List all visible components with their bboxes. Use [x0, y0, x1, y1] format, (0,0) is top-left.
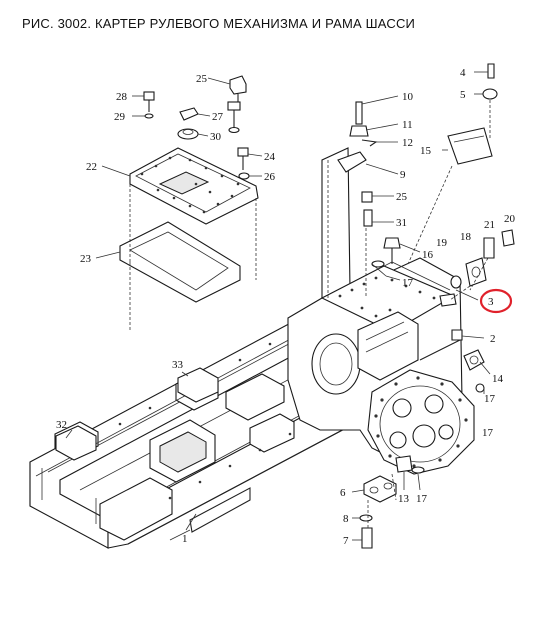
- callout-3: 3: [488, 296, 494, 308]
- callout-17a: 17: [402, 277, 414, 289]
- callout-17d: 17: [482, 427, 494, 439]
- leader-lines: [129, 160, 489, 528]
- callout-17b: 17: [484, 393, 496, 405]
- callout-15: 15: [420, 145, 432, 157]
- fasteners-top-left: [143, 75, 250, 180]
- callout-labels: 1 2 3 4 5 6 7 8 9 10 11 12 13 14 15 16 1…: [56, 67, 516, 547]
- callout-26: 26: [264, 171, 276, 183]
- cover-plate-22: [129, 147, 259, 225]
- callout-8: 8: [343, 513, 349, 525]
- callout-7: 7: [343, 535, 349, 547]
- callout-14: 14: [492, 373, 504, 385]
- final-drive-housing: [367, 369, 475, 475]
- callout-leaders: [65, 71, 491, 541]
- callout-9: 9: [400, 169, 406, 181]
- callout-31: 31: [396, 217, 407, 229]
- callout-29: 29: [114, 111, 126, 123]
- callout-19: 19: [436, 237, 448, 249]
- callout-22: 22: [86, 161, 97, 173]
- callout-13: 13: [398, 493, 410, 505]
- callout-32: 32: [56, 419, 67, 431]
- callout-11: 11: [402, 119, 413, 131]
- callout-6: 6: [340, 487, 346, 499]
- callout-27: 27: [212, 111, 224, 123]
- callout-28: 28: [116, 91, 128, 103]
- callout-20: 20: [504, 213, 516, 225]
- callout-25a: 25: [196, 73, 208, 85]
- callout-17c: 17: [416, 493, 428, 505]
- figure-title: РИС. 3002. КАРТЕР РУЛЕВОГО МЕХАНИЗМА И Р…: [22, 16, 416, 31]
- callout-2: 2: [490, 333, 496, 345]
- callout-23: 23: [80, 253, 92, 265]
- callout-25b: 25: [396, 191, 408, 203]
- callout-24: 24: [264, 151, 276, 163]
- callout-5: 5: [460, 89, 466, 101]
- callout-16: 16: [422, 249, 434, 261]
- fasteners-top-right: [55, 63, 515, 549]
- callout-10: 10: [402, 91, 414, 103]
- callout-21: 21: [484, 219, 495, 231]
- callout-18: 18: [460, 231, 472, 243]
- callout-1: 1: [182, 533, 188, 545]
- highlight-circle: [479, 288, 513, 314]
- callout-4: 4: [460, 67, 466, 79]
- callout-30: 30: [210, 131, 222, 143]
- callout-33: 33: [172, 359, 184, 371]
- callout-12: 12: [402, 137, 413, 149]
- gasket-23: [119, 221, 241, 303]
